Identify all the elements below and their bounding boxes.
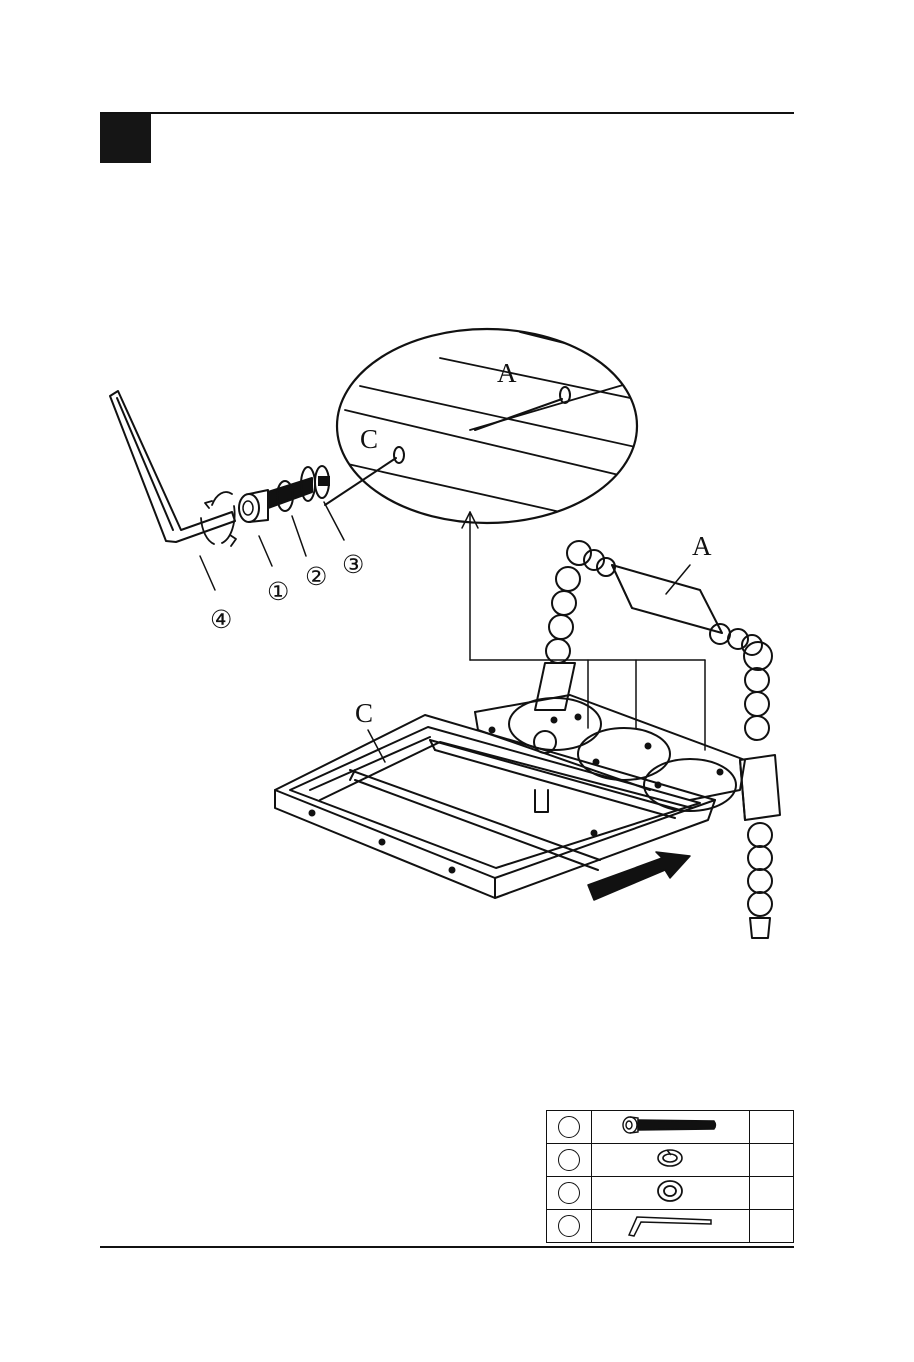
- callout-3: ③: [342, 552, 364, 579]
- hole-a: [560, 387, 570, 403]
- qty-cell: [749, 1144, 793, 1177]
- callout-4: ④: [210, 607, 232, 634]
- table-row: [547, 1144, 794, 1177]
- allen-wrench-icon: [625, 1211, 715, 1237]
- rotation-arrow-icon: [201, 492, 236, 546]
- part-id-circle: [558, 1182, 580, 1204]
- bottom-rule: [100, 1246, 794, 1248]
- lock-washer-icon: [655, 1147, 685, 1169]
- table-row: [547, 1177, 794, 1210]
- qty-cell: [749, 1210, 793, 1243]
- backrest-a: [534, 541, 780, 938]
- qty-cell: [749, 1111, 793, 1144]
- flat-washer-icon: [655, 1179, 685, 1203]
- part-id-circle: [558, 1149, 580, 1171]
- table-row: [547, 1111, 794, 1144]
- label-a: A: [692, 531, 712, 561]
- label-c: C: [355, 698, 373, 728]
- callout-2: ②: [305, 564, 327, 591]
- label-a-zoom: A: [497, 358, 517, 388]
- callout-1: ①: [267, 579, 289, 606]
- bolt-icon: [622, 1115, 718, 1135]
- qty-cell: [749, 1177, 793, 1210]
- zoom-leader: [462, 512, 705, 750]
- table-row: [547, 1210, 794, 1243]
- hole-c: [394, 447, 404, 463]
- part-id-circle: [558, 1116, 580, 1138]
- part-id-circle: [558, 1215, 580, 1237]
- hardware-table: [546, 1110, 794, 1243]
- label-c-zoom: C: [360, 424, 378, 454]
- allen-wrench-icon: [110, 391, 235, 542]
